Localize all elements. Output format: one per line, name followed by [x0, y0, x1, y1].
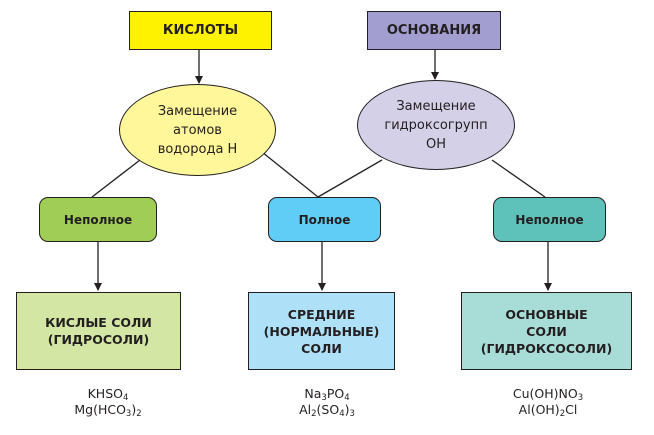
base-replacement-oval: Замещение гидроксогрупп ОН: [357, 80, 515, 170]
line-acid-oval-to-incomplete: [91, 159, 141, 198]
basic-salts-label: ОСНОВНЫЕ СОЛИ (ГИДРОКСОСОЛИ): [480, 306, 613, 356]
acid-salts-label: КИСЛЫЕ СОЛИ (ГИДРОСОЛИ): [45, 315, 152, 347]
formula-line: Na3PO4: [304, 386, 350, 403]
bases-box: ОСНОВАНИЯ: [367, 11, 501, 50]
complete-label: Полное: [298, 212, 351, 227]
acid-salts-box: КИСЛЫЕ СОЛИ (ГИДРОСОЛИ): [16, 292, 181, 370]
incomplete-right-pill: Неполное: [493, 197, 606, 242]
normal-salts-label: СРЕДНИЕ (НОРМАЛЬНЫЕ) СОЛИ: [263, 306, 380, 356]
formula-line: Al2(SO4)3: [299, 402, 355, 419]
acid-replacement-label: Замещение атомов водорода Н: [157, 103, 238, 157]
incomplete-right-label: Неполное: [515, 212, 584, 227]
base-replacement-label: Замещение гидроксогрупп ОН: [384, 98, 488, 152]
bases-label: ОСНОВАНИЯ: [386, 23, 482, 38]
acids-box: КИСЛОТЫ: [129, 11, 272, 50]
formula-line: Mg(HCO3)2: [74, 402, 142, 419]
formula-line: KHSO4: [87, 386, 129, 403]
incomplete-left-label: Неполное: [63, 212, 133, 227]
line-base-oval-to-incomplete: [491, 159, 546, 198]
acids-label: КИСЛОТЫ: [162, 23, 239, 38]
formula-line: Cu(OH)NO3: [512, 386, 584, 403]
line-base-oval-to-complete: [317, 159, 383, 198]
basic-salts-box: ОСНОВНЫЕ СОЛИ (ГИДРОКСОСОЛИ): [461, 292, 632, 370]
line-acid-oval-to-complete: [261, 151, 319, 198]
acid-replacement-oval: Замещение атомов водорода Н: [119, 84, 276, 176]
incomplete-left-pill: Неполное: [39, 197, 157, 242]
complete-pill: Полное: [268, 197, 381, 242]
normal-salts-box: СРЕДНИЕ (НОРМАЛЬНЫЕ) СОЛИ: [248, 292, 395, 370]
formula-line: Al(OH)2Cl: [518, 402, 578, 419]
